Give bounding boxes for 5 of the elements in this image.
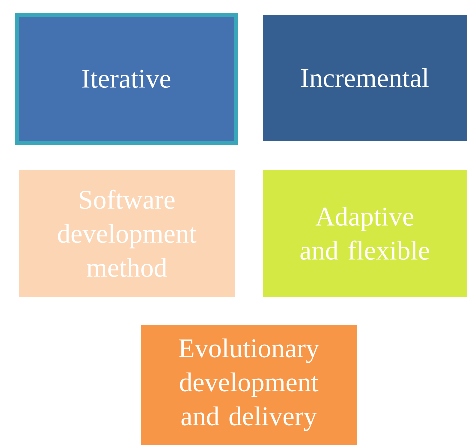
text-box: Adaptive and flexible — [263, 170, 467, 297]
text-box: Iterative — [15, 13, 238, 145]
text-box: Evolutionary development and delivery — [141, 324, 357, 445]
text-box: Software development method — [19, 170, 235, 297]
text-box: Incremental — [263, 15, 467, 141]
